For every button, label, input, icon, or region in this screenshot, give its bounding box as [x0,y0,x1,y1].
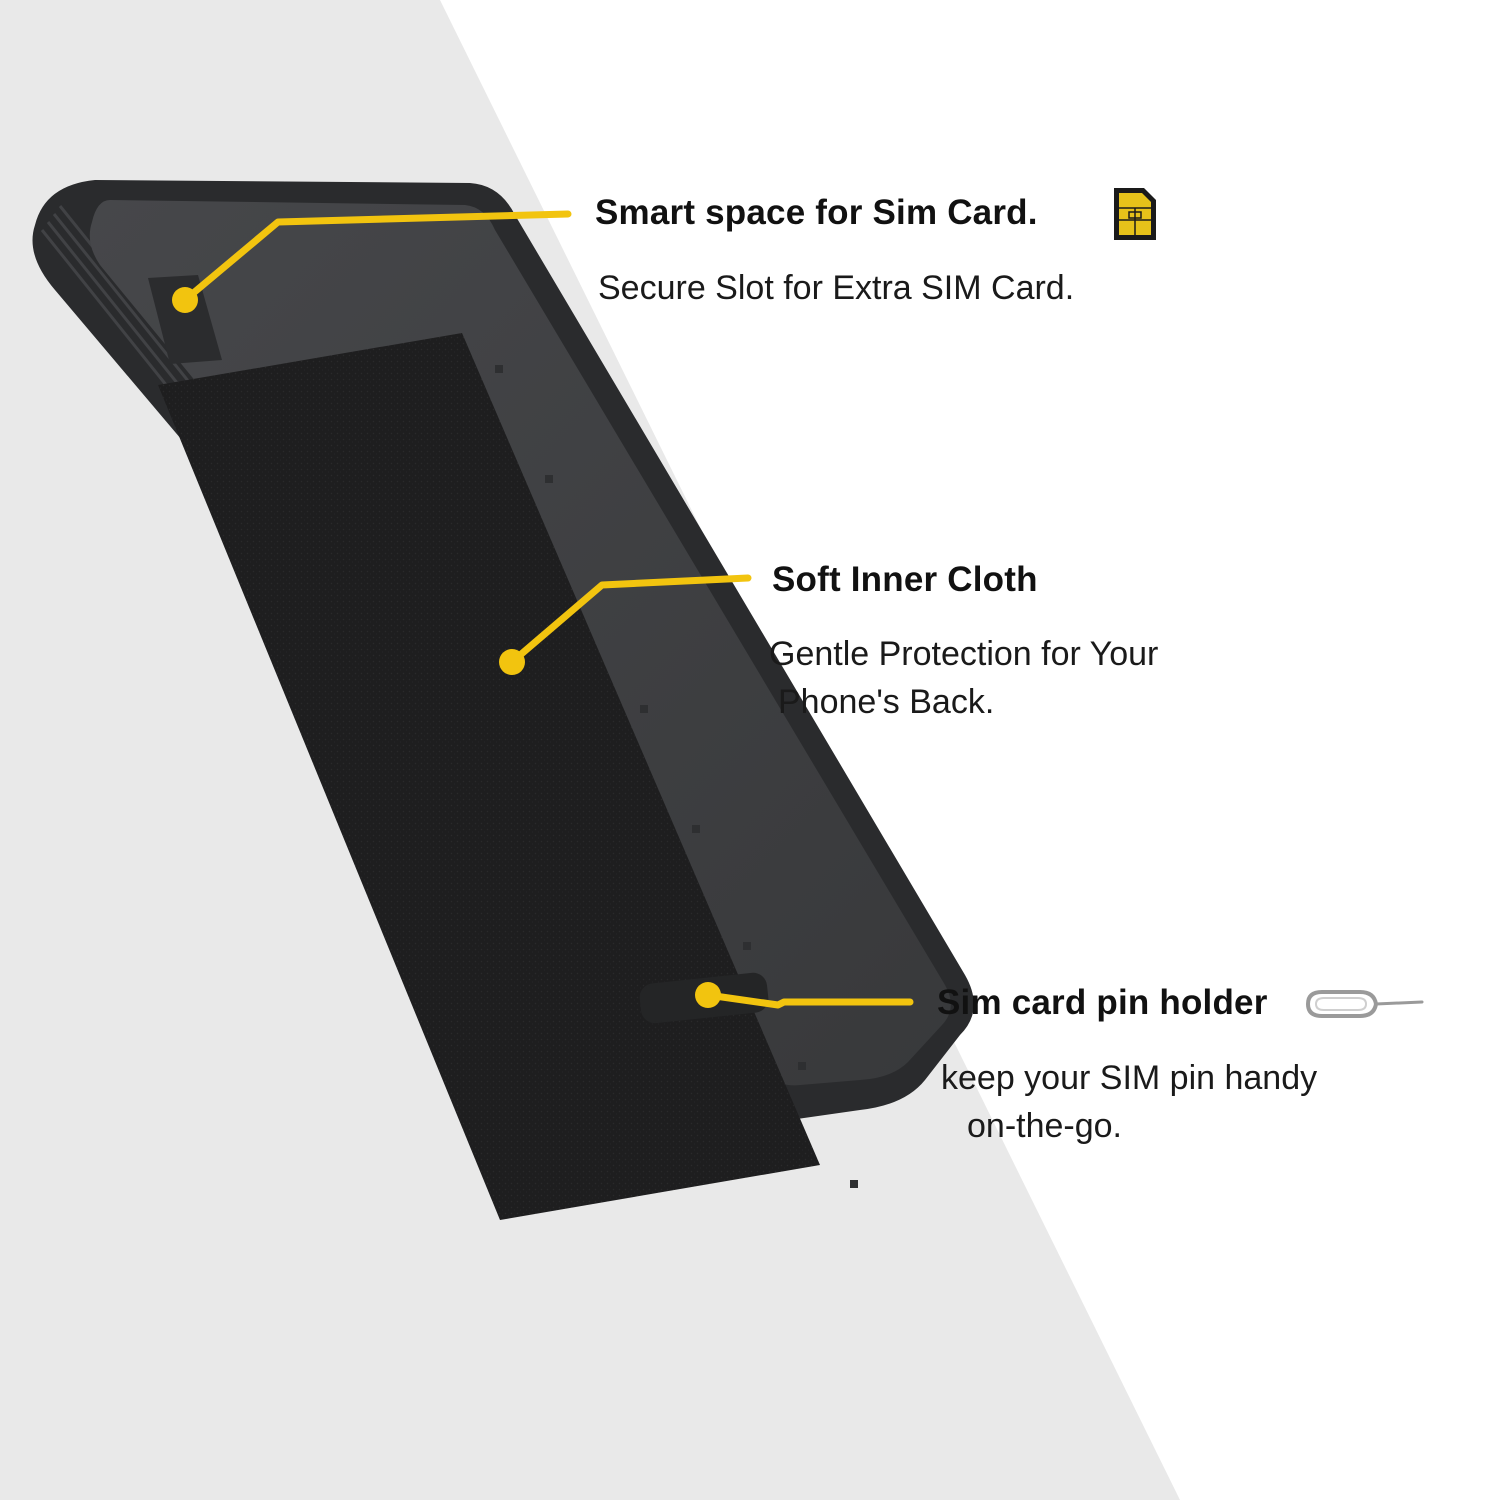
pin-leader-line [704,991,914,1009]
sim-space-title: Smart space for Sim Card. [595,193,1038,232]
sim-card-icon [1114,188,1156,240]
sim-leader-line [181,210,572,304]
cloth-leader-dot [499,649,525,675]
sim-leader-dot [172,287,198,313]
inner-cloth-description-line1: Gentle Protection for Your [769,635,1159,673]
pin-holder-description-line1: keep your SIM pin handy [941,1059,1318,1097]
cloth-leader-line [508,574,752,666]
sim-slot [148,275,222,364]
sim-space-description: Secure Slot for Extra SIM Card. [598,269,1075,307]
pin-holder-title: Sim card pin holder [937,983,1268,1022]
inner-cloth-description-line2: Phone's Back. [778,683,995,721]
inner-cloth-title: Soft Inner Cloth [772,560,1038,599]
sim-eject-pin-icon [1305,990,1424,1018]
pin-leader-dot [695,982,721,1008]
pin-holder-description-line2: on-the-go. [967,1107,1122,1145]
